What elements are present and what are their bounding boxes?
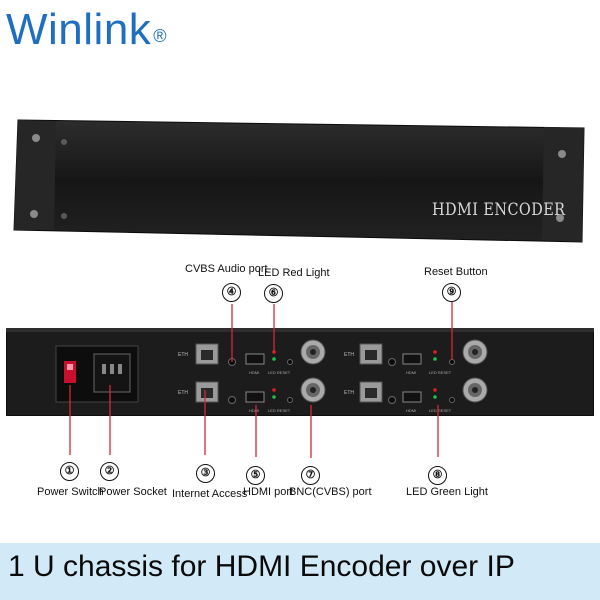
brand-logo: Winlink® — [6, 4, 167, 56]
svg-text:ETH: ETH — [344, 352, 354, 358]
callout-label-internet-access: Internet Access — [172, 488, 248, 500]
caption-text: 1 U chassis for HDMI Encoder over IP — [8, 550, 515, 583]
svg-text:HDMI: HDMI — [406, 408, 416, 413]
hdmi-port-icon — [245, 353, 265, 365]
hdmi-port-icon — [402, 353, 422, 365]
callout-number-1: ① — [60, 462, 79, 481]
mount-hole — [30, 210, 38, 218]
svg-text:HDMI: HDMI — [249, 370, 259, 375]
callout-label-reset-button: Reset Button — [424, 266, 488, 278]
brand-name: Winlink — [6, 5, 152, 54]
caption-bar — [0, 543, 600, 600]
callout-number-5: ⑤ — [246, 466, 265, 485]
hdmi-port-icon — [245, 391, 265, 403]
svg-text:LED RESET: LED RESET — [429, 408, 452, 413]
callout-label-power-switch: Power Switch — [37, 486, 104, 498]
callout-number-6: ⑥ — [264, 284, 283, 303]
svg-text:LED RESET: LED RESET — [268, 408, 291, 413]
front-panel — [13, 119, 585, 243]
callout-number-7: ⑦ — [301, 466, 320, 485]
callout-number-8: ⑧ — [428, 466, 447, 485]
registered-mark: ® — [153, 26, 168, 46]
svg-text:LED RESET: LED RESET — [268, 370, 291, 375]
callout-label-power-socket: Power Socket — [99, 486, 167, 498]
callout-number-4: ④ — [222, 283, 241, 302]
mount-hole — [558, 150, 566, 158]
callout-number-9: ⑨ — [442, 283, 461, 302]
mount-hole — [556, 214, 564, 222]
mount-hole — [32, 134, 40, 142]
front-panel-title: HDMI ENCODER — [432, 200, 566, 220]
callout-label-led-green: LED Green Light — [406, 486, 488, 498]
svg-text:HDMI: HDMI — [406, 370, 416, 375]
callout-label-hdmi-port: HDMI port — [243, 486, 294, 498]
svg-text:HDMI: HDMI — [249, 408, 259, 413]
svg-text:LED RESET: LED RESET — [429, 370, 452, 375]
callout-number-2: ② — [100, 462, 119, 481]
callout-number-3: ③ — [196, 464, 215, 483]
rear-panel: ETH HDMI LED RESET ETH HDMI LED RESET ET… — [6, 328, 594, 416]
callout-label-led-red: LED Red Light — [258, 267, 330, 279]
hdmi-port-icon — [402, 391, 422, 403]
callout-label-bnc-port: BNC(CVBS) port — [289, 486, 372, 498]
svg-text:ETH: ETH — [178, 352, 188, 358]
svg-text:ETH: ETH — [178, 390, 188, 396]
svg-text:ETH: ETH — [344, 390, 354, 396]
callout-label-cvbs-audio: CVBS Audio port — [185, 263, 268, 275]
